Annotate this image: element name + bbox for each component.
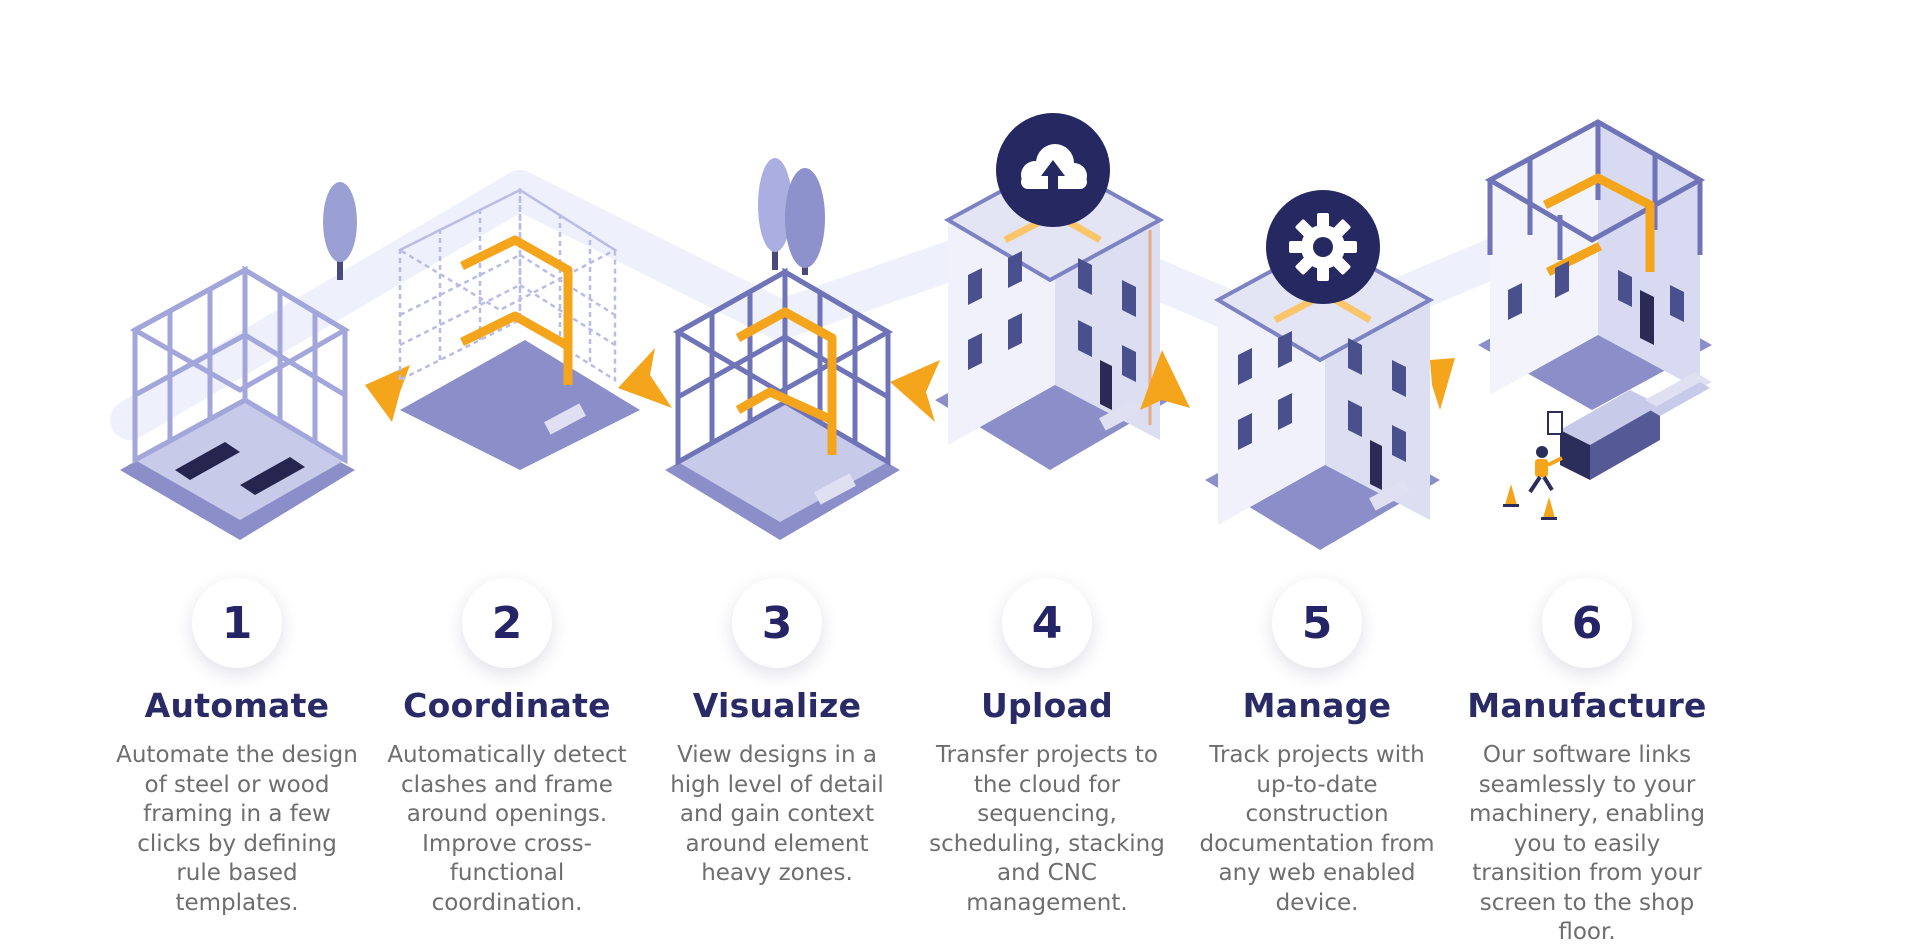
building-3-visualize <box>665 158 900 540</box>
step-number-badge: 3 <box>732 578 822 668</box>
step-description: Transfer projects to the cloud for seque… <box>929 742 1165 916</box>
step-title: Manage <box>1242 686 1392 725</box>
step-number-badge: 4 <box>1002 578 1092 668</box>
step-description: Track projects with up-to-date construct… <box>1199 742 1435 916</box>
step-arrow-1 <box>365 365 410 422</box>
step-title: Automate <box>144 686 330 725</box>
step-arrow-2 <box>618 348 672 408</box>
step-1: 1 Automate Automate the design of steel … <box>92 578 382 918</box>
building-5-manage <box>1205 190 1440 550</box>
step-arrow-4 <box>1140 350 1190 410</box>
step-title: Coordinate <box>403 686 611 725</box>
step-title: Visualize <box>692 686 862 725</box>
step-description: Automatically detect clashes and frame a… <box>387 742 627 916</box>
step-3: 3 Visualize View designs in a high level… <box>632 578 922 889</box>
step-description: View designs in a high level of detail a… <box>670 742 884 886</box>
step-title: Manufacture <box>1467 686 1707 725</box>
step-number-badge: 2 <box>462 578 552 668</box>
step-5: 5 Manage Track projects with up-to-date … <box>1172 578 1462 918</box>
step-number-badge: 1 <box>192 578 282 668</box>
step-title: Upload <box>980 686 1114 725</box>
step-4: 4 Upload Transfer projects to the cloud … <box>902 578 1192 918</box>
step-description: Automate the design of steel or wood fra… <box>116 742 358 916</box>
step-arrow-5 <box>1430 358 1455 410</box>
step-description: Our software links seamlessly to your ma… <box>1469 742 1705 945</box>
building-2-coordination <box>397 187 640 470</box>
building-4-upload <box>935 113 1170 470</box>
step-6: 6 Manufacture Our software links seamles… <box>1442 578 1732 948</box>
step-number-badge: 6 <box>1542 578 1632 668</box>
step-number-badge: 5 <box>1272 578 1362 668</box>
step-2: 2 Coordinate Automatically detect clashe… <box>362 578 652 918</box>
process-illustration <box>110 113 1712 550</box>
building-1-framing <box>120 182 357 540</box>
building-6-manufacture <box>1478 119 1712 520</box>
step-arrow-3 <box>890 360 940 422</box>
